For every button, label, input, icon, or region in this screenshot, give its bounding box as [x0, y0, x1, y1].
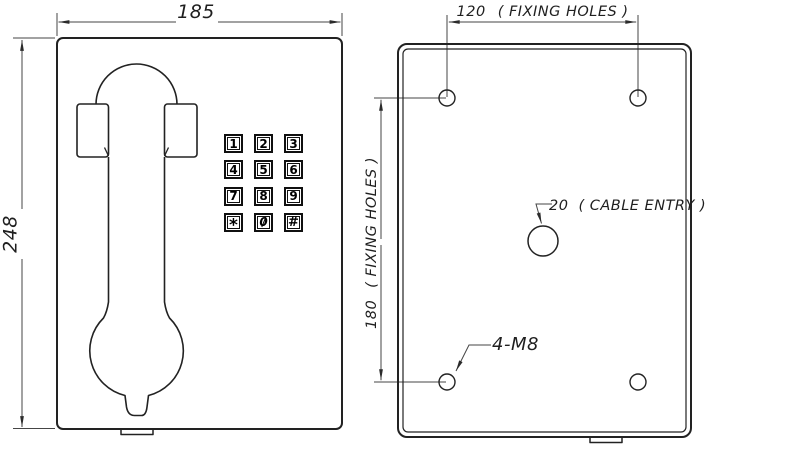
fixing-hole-top-right [629, 89, 647, 107]
key-9-label: 9 [289, 189, 298, 204]
cradle-right [163, 103, 198, 158]
key-3-label: 3 [289, 136, 298, 151]
dim-fixing-height-value: 180 [363, 299, 380, 329]
key-5-label: 5 [259, 162, 268, 177]
front-view [56, 37, 343, 436]
key-0: 0 [254, 212, 273, 232]
key-7-label: 7 [229, 189, 238, 204]
key-6: 6 [284, 160, 303, 180]
keypad: 1 2 3 4 5 6 7 8 9 * 0 # [224, 134, 303, 236]
key-hash-label: # [288, 214, 299, 230]
key-4: 4 [224, 160, 243, 180]
dim-fixing-width-value: 120 [456, 4, 486, 20]
cable-entry-label: 20 ( CABLE ENTRY ) [549, 199, 706, 214]
key-1-label: 1 [229, 136, 238, 151]
key-0-label: 0 [259, 215, 268, 230]
key-9: 9 [284, 186, 303, 206]
thread-leader [455, 344, 491, 372]
cable-entry-hole [527, 225, 559, 257]
dim-fixing-width: 120 ( FIXING HOLES ) [447, 5, 638, 20]
dim-fixing-height: 180 ( FIXING HOLES ) [363, 157, 380, 329]
fixing-hole-top-left [438, 89, 456, 107]
front-panel-outline [56, 37, 343, 430]
hook-tick-left [103, 147, 110, 157]
rear-bottom-tab [589, 437, 623, 444]
fixing-hole-bottom-left [438, 373, 456, 391]
dim-front-height: 248 [0, 215, 22, 253]
dim-fixing-height-note: ( FIXING HOLES ) [363, 157, 380, 288]
key-star-label: * [229, 215, 238, 236]
thread-label: 4-M8 [492, 334, 539, 355]
rear-box-inner [402, 48, 687, 433]
key-4-label: 4 [229, 162, 238, 177]
dim-front-width: 185 [177, 1, 215, 23]
rear-box-outer [397, 43, 692, 438]
key-7: 7 [224, 186, 243, 206]
key-8: 8 [254, 186, 273, 206]
handset-body [88, 157, 185, 417]
dimension-lines [13, 13, 639, 429]
key-1: 1 [224, 134, 243, 153]
key-star: * [224, 212, 243, 236]
key-2: 2 [254, 134, 273, 153]
key-hash: # [284, 212, 303, 232]
front-bottom-tab [120, 429, 154, 436]
cradle-left [76, 103, 110, 158]
rear-view [397, 43, 692, 444]
key-2-label: 2 [259, 136, 268, 151]
dim-fixing-width-note: ( FIXING HOLES ) [497, 4, 629, 20]
key-5: 5 [254, 160, 273, 180]
handset-earpiece-arc [95, 63, 178, 105]
key-6-label: 6 [289, 162, 298, 177]
key-3: 3 [284, 134, 303, 153]
fixing-hole-bottom-right [629, 373, 647, 391]
key-8-label: 8 [259, 189, 268, 204]
cable-entry-value: 20 [549, 198, 569, 214]
cable-entry-leader [535, 203, 552, 224]
hook-tick-right [163, 147, 170, 157]
cable-entry-note: ( CABLE ENTRY ) [578, 198, 707, 214]
